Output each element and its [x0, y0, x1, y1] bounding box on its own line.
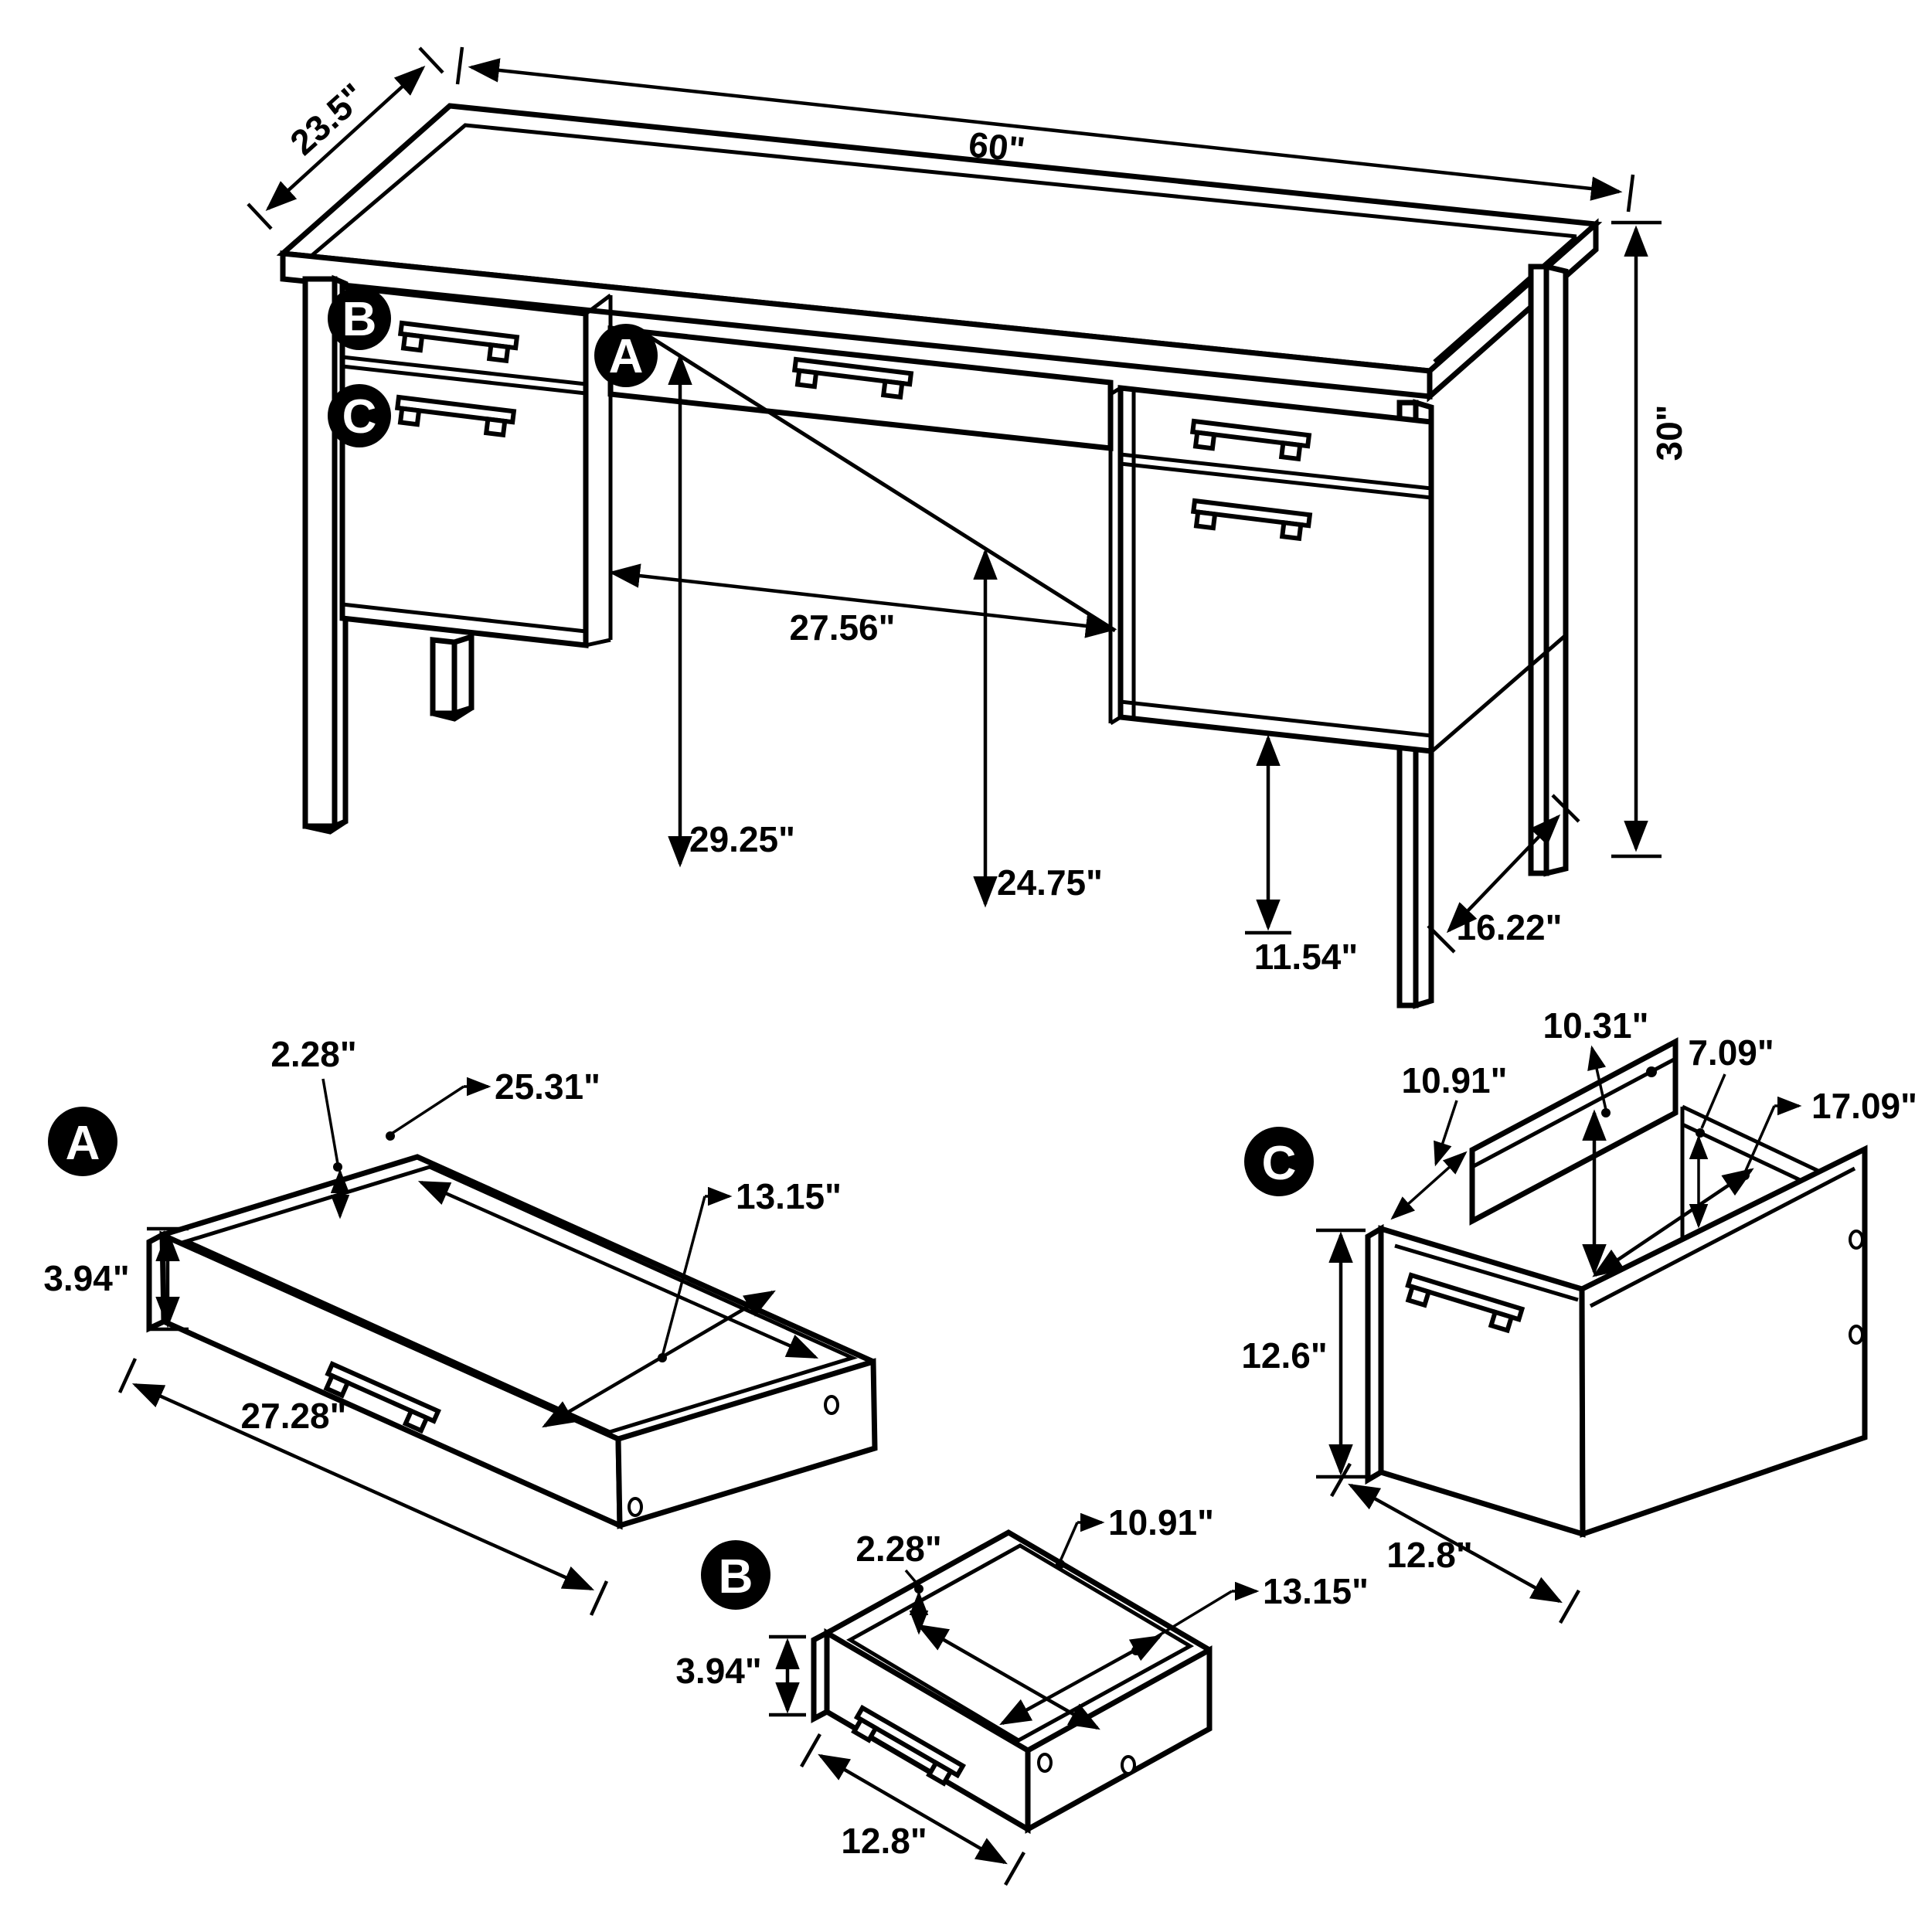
- screw-hole: [1849, 1230, 1864, 1250]
- a-depth-dim: 13.15": [736, 1176, 842, 1216]
- a-rail-dim: 2.28": [270, 1034, 356, 1074]
- svg-text:B: B: [719, 1550, 753, 1604]
- pedestal-clearance-dim: 11.54": [1254, 937, 1358, 977]
- a-width-dim: 27.28": [241, 1396, 347, 1436]
- c-divider-height-dim: 7.09": [1688, 1032, 1774, 1073]
- desktop-edge-inset-right: [1433, 235, 1578, 363]
- right-pedestal: [1108, 385, 1434, 754]
- svg-text:A: A: [66, 1117, 100, 1170]
- right-side-panel-bottom: [1430, 634, 1567, 753]
- desk-part-badges: B C A: [328, 287, 658, 447]
- part-b-badge: [701, 1540, 770, 1610]
- b-inner-depth-dim: 13.15": [1263, 1571, 1369, 1611]
- screw-hole: [1037, 1753, 1053, 1773]
- screw-hole: [1849, 1325, 1864, 1345]
- a-height-dim: 3.94": [43, 1258, 129, 1298]
- desk-badge-c: [328, 384, 391, 447]
- c-width-dim: 12.8": [1386, 1535, 1472, 1575]
- desk-width-dim: 60": [967, 124, 1027, 169]
- drawer-a-front: [159, 1230, 623, 1530]
- b-height-dim: 3.94": [675, 1651, 761, 1691]
- c-inner-depth-top-dim: 10.31": [1543, 1005, 1649, 1046]
- b-inner-width-dim: 10.91": [1108, 1502, 1214, 1543]
- svg-text:A: A: [609, 330, 644, 383]
- part-c-view: C 12.6" 12.8": [1241, 1005, 1917, 1624]
- screw-hole: [824, 1395, 839, 1415]
- desk-badge-a: [594, 324, 658, 387]
- svg-text:C: C: [1262, 1137, 1297, 1190]
- svg-text:C: C: [342, 390, 377, 444]
- drawer-a-side: [615, 1358, 878, 1529]
- cabinet-c-right-panel: [1579, 1145, 1868, 1538]
- drawer-b-rim: [825, 1529, 1211, 1653]
- drawer-b-side: [1025, 1645, 1213, 1834]
- part-a-dimensions: 3.94" 27.28" 2.28" 25.31" 13.15": [43, 1034, 842, 1616]
- part-b-view: B 3.94" 12.8" 2.28" 10.91": [675, 1502, 1369, 1886]
- desk-assembly-view: 23.5" 60" 30" 27.56" 29.25" 24.75" 11.54…: [247, 46, 1689, 1009]
- desk-depth-dim: 23.5": [282, 75, 373, 162]
- part-c-dimensions: 12.6" 12.8" 10.91" 10.31" 7.09" 17.09": [1241, 1005, 1917, 1624]
- back-clearance-dim: 29.25": [689, 819, 795, 859]
- leg-depth-dim: 16.22": [1457, 907, 1563, 947]
- part-a-view: A 3.94" 27.28" 2.28" 25.31": [43, 1034, 878, 1616]
- desk-badge-b: [328, 287, 391, 350]
- svg-text:B: B: [342, 293, 377, 346]
- part-a-badge: [48, 1107, 117, 1176]
- b-width-dim: 12.8": [841, 1821, 927, 1861]
- screw-hole: [1121, 1755, 1136, 1775]
- left-pedestal: [339, 284, 613, 648]
- front-clearance-dim: 24.75": [997, 862, 1103, 903]
- c-inner-width-dim: 10.91": [1402, 1060, 1508, 1100]
- part-c-badge: [1244, 1127, 1314, 1196]
- a-length-dim: 25.31": [495, 1066, 600, 1107]
- desk-height-dim: 30": [1649, 405, 1689, 461]
- screw-dot: [1646, 1066, 1657, 1077]
- screw-hole: [628, 1497, 643, 1517]
- kneehole-width-dim: 27.56": [790, 607, 896, 648]
- c-height-dim: 12.6": [1241, 1335, 1327, 1376]
- b-rail-dim: 2.28": [855, 1529, 941, 1569]
- c-inner-depth-dim: 17.09": [1811, 1086, 1917, 1126]
